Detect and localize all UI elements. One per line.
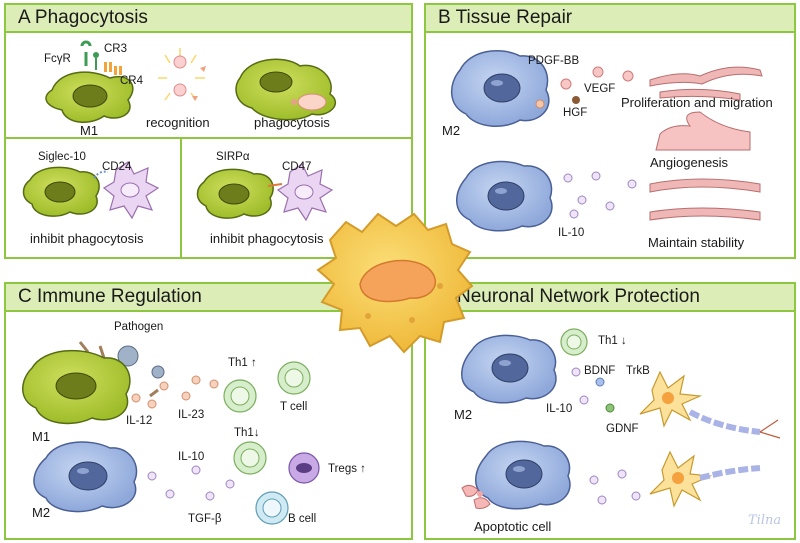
label-bdnf: BDNF <box>584 365 616 377</box>
th1-cell-up <box>223 379 257 413</box>
apoptotic-cell <box>461 484 491 509</box>
label-il10-d: IL-10 <box>546 403 573 415</box>
th1-cell-d <box>560 328 588 356</box>
panel-title: B Tissue Repair <box>438 7 573 28</box>
neuron-top <box>639 370 781 439</box>
cytokine-dots-c <box>131 375 219 409</box>
il10-dots-b <box>563 171 637 219</box>
panel-title: A Phagocytosis <box>18 7 148 28</box>
label-m2-c: M2 <box>32 505 51 520</box>
m2-macrophage-d-bottom <box>475 440 571 510</box>
panel-title: C Immune Regulation <box>18 286 202 307</box>
label-m2-b: M2 <box>442 123 461 138</box>
label-b-cell: B cell <box>288 513 317 525</box>
panel-header: D Neuronal Network Protection <box>426 284 794 312</box>
label-th1-down-d: Th1 ↓ <box>598 335 627 347</box>
label-siglec10: Siglec-10 <box>38 151 86 163</box>
panel-title: D Neuronal Network Protection <box>438 286 700 307</box>
label-cr3: CR3 <box>104 43 128 55</box>
label-angiogenesis: Angiogenesis <box>650 155 729 170</box>
growth-factor-dots <box>535 66 634 109</box>
recognition-burst <box>158 48 206 101</box>
stable-fibers <box>649 178 761 221</box>
label-m2-d: M2 <box>454 407 473 422</box>
label-il10-c: IL-10 <box>178 451 205 463</box>
m1-sirpa-macrophage <box>196 168 283 219</box>
label-m1-c: M1 <box>32 429 51 444</box>
label-inhibit-sirpa: inhibit phagocytosis <box>210 231 324 246</box>
neuron-bottom <box>649 450 761 508</box>
label-tregs: Tregs ↑ <box>328 463 366 475</box>
phagocytosing-macrophage <box>235 58 337 121</box>
label-m1-a: M1 <box>80 123 99 138</box>
label-apoptotic-cell: Apoptotic cell <box>474 519 552 534</box>
label-maintain-stability: Maintain stability <box>648 235 745 250</box>
purple-dots-d <box>589 469 641 505</box>
label-recognition: recognition <box>146 115 210 130</box>
m2-macrophage-d-top <box>461 334 557 404</box>
label-il23: IL-23 <box>178 409 205 421</box>
label-th1-down-c: Th1↓ <box>234 427 260 439</box>
panel-a-divider-horizontal <box>4 137 413 139</box>
panel-header: A Phagocytosis <box>6 5 411 33</box>
label-pathogen: Pathogen <box>114 321 164 333</box>
label-cd47: CD47 <box>282 161 312 173</box>
label-cr4: CR4 <box>120 75 144 87</box>
central-macrophage <box>316 212 474 354</box>
artist-signature: Tilna <box>748 513 782 528</box>
label-th1-up: Th1 ↑ <box>228 357 257 369</box>
label-hgf: HGF <box>563 107 588 119</box>
m1-macrophage-receptors <box>45 40 134 123</box>
t-cell <box>277 361 311 395</box>
neurotrophic-dots <box>571 367 615 413</box>
pathogen-cluster <box>78 341 165 398</box>
label-il12: IL-12 <box>126 415 153 427</box>
label-gdnf: GDNF <box>606 423 639 435</box>
label-proliferation: Proliferation and migration <box>621 95 773 110</box>
label-inhibit-siglec: inhibit phagocytosis <box>30 231 144 246</box>
cd47-target-cell <box>276 163 334 222</box>
th1-cell-down <box>233 441 267 475</box>
cd24-target-cell <box>102 161 160 220</box>
label-trkb: TrkB <box>626 365 650 377</box>
label-vegf: VEGF <box>584 83 616 95</box>
il10-tgfb-dots-c <box>147 465 235 501</box>
label-t-cell: T cell <box>280 401 308 413</box>
label-fcyr: FcγR <box>44 53 71 65</box>
m2-macrophage-top <box>451 49 550 127</box>
label-tgfb: TGF-β <box>188 513 222 525</box>
angiogenesis-vessel <box>655 111 751 151</box>
b-cell <box>255 491 289 525</box>
label-phagocytosis: phagocytosis <box>254 115 330 130</box>
panel-header: B Tissue Repair <box>426 5 794 33</box>
treg-cell <box>288 452 320 484</box>
label-il10-b: IL-10 <box>558 227 585 239</box>
label-pdgf-bb: PDGF-BB <box>528 55 580 67</box>
migrating-fibers <box>649 66 763 101</box>
m1-macrophage-c <box>22 349 131 425</box>
m1-siglec-macrophage <box>22 166 109 217</box>
panel-phagocytosis: A Phagocytosis <box>4 3 413 259</box>
label-cd24: CD24 <box>102 161 132 173</box>
panel-a-divider-vertical <box>180 137 182 259</box>
m2-macrophage-bottom <box>456 160 553 232</box>
m2-macrophage-c <box>33 441 138 513</box>
label-sirpa: SIRPα <box>216 151 250 163</box>
